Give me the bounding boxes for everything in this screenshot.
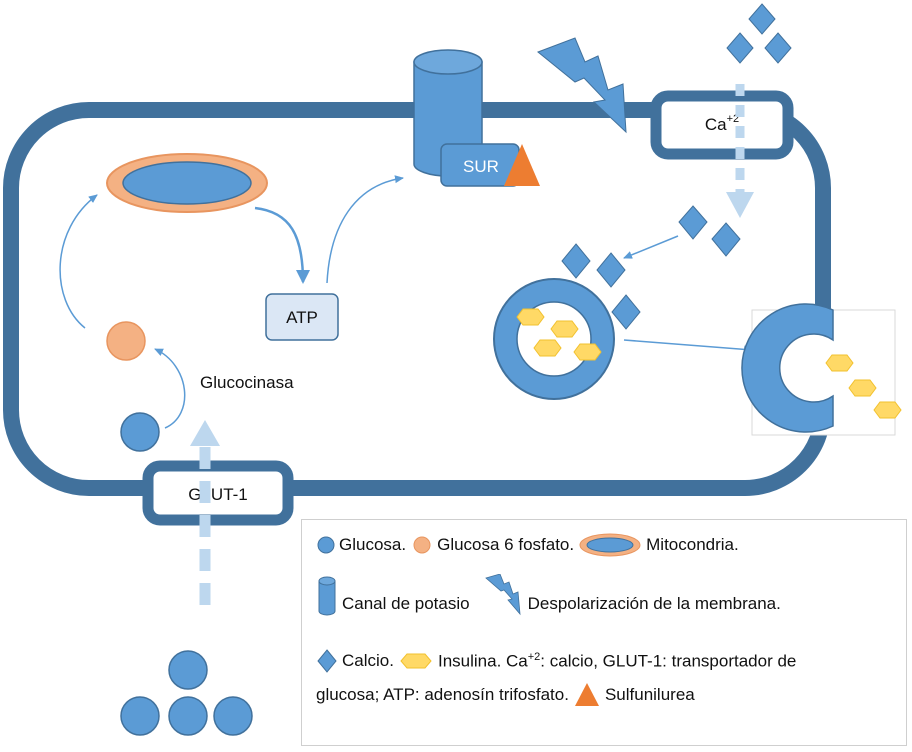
legend-k-channel: Canal de potasio <box>342 594 470 613</box>
sur-label: SUR <box>463 157 499 176</box>
depolarization-lightning-icon <box>537 37 627 134</box>
glucose-extracellular <box>120 696 160 736</box>
calcium-ion <box>726 32 754 64</box>
insulin-hexagon <box>516 308 545 326</box>
glucose-6-phosphate <box>106 321 146 361</box>
legend-g6p: Glucosa 6 fosfato. <box>437 535 575 554</box>
legend-depolarization: Despolarización de la membrana. <box>527 594 781 613</box>
insulin-hexagon <box>848 379 877 397</box>
glucose-entry-arrow <box>190 420 220 605</box>
legend-mitochondria: Mitocondria. <box>646 535 739 554</box>
g6p-legend-icon <box>413 536 431 554</box>
mitochondria <box>106 153 268 213</box>
calcium-ion <box>611 294 641 330</box>
sulfonylurea-legend-icon <box>574 683 599 706</box>
calcium-ion <box>678 205 708 240</box>
potassium-channel-legend-icon <box>318 576 336 616</box>
calcium-legend-icon <box>317 649 337 673</box>
calcium-ion <box>561 243 591 279</box>
arrow-granule-to-exocytosis <box>623 339 753 354</box>
exocytosis-vesicle <box>741 303 834 433</box>
glucose-legend-icon <box>317 536 335 554</box>
calcium-ion <box>748 3 776 35</box>
arrow-glucose-to-g6p <box>154 348 186 429</box>
legend-line-2: Canal de potasio Despolarización de la m… <box>316 574 781 618</box>
lightning-legend-icon <box>484 574 521 616</box>
legend-line-1: Glucosa. Glucosa 6 fosfato. Mitocondria. <box>316 532 739 558</box>
calcium-channel <box>650 90 794 160</box>
calcium-entry-arrow <box>726 84 754 218</box>
arrow-mitochondria-to-atp <box>254 206 310 284</box>
glucokinase-label: Glucocinasa <box>200 373 294 392</box>
arrow-g6p-to-mitochondria <box>59 194 98 329</box>
mitochondria-legend-icon <box>579 533 641 557</box>
insulin-hexagon <box>550 320 579 338</box>
glucose-intracellular <box>120 412 160 452</box>
legend-panel: Glucosa. Glucosa 6 fosfato. Mitocondria.… <box>301 519 907 746</box>
glucose-extracellular <box>213 696 253 736</box>
arrow-calcium-to-granule <box>623 235 679 259</box>
legend-glucose: Glucosa. <box>339 535 407 554</box>
legend-sulfonylurea: Sulfunilurea <box>604 685 695 704</box>
insulin-hexagon <box>873 401 902 419</box>
calcium-ion <box>596 252 626 288</box>
atp-box <box>265 293 339 341</box>
atp-label: ATP <box>286 308 318 327</box>
sulfonylurea-triangle <box>504 144 540 186</box>
insulin-hexagon <box>573 343 602 361</box>
insulin-hexagon <box>533 339 562 357</box>
glucose-extracellular <box>168 650 208 690</box>
legend-insulin: Insulina. Ca+2: calcio, GLUT-1: transpor… <box>437 650 797 671</box>
legend-definitions: glucosa; ATP: adenosín trifosfato. <box>316 685 569 704</box>
insulin-hexagon <box>825 354 854 372</box>
legend-line-4: glucosa; ATP: adenosín trifosfato. Sulfu… <box>316 682 695 708</box>
calcium-ion <box>764 32 792 64</box>
glut1-transporter <box>142 460 294 526</box>
glut1-label: GLUT-1 <box>188 485 248 504</box>
insulin-granule <box>493 278 615 400</box>
arrow-atp-to-channel <box>326 175 404 284</box>
legend-line-3: Calcio. Insulina. Ca+2: calcio, GLUT-1: … <box>316 648 796 674</box>
glucose-extracellular <box>168 696 208 736</box>
insulin-legend-icon <box>400 653 432 669</box>
legend-calcium: Calcio. <box>342 651 394 670</box>
calcium-ion <box>711 222 741 257</box>
